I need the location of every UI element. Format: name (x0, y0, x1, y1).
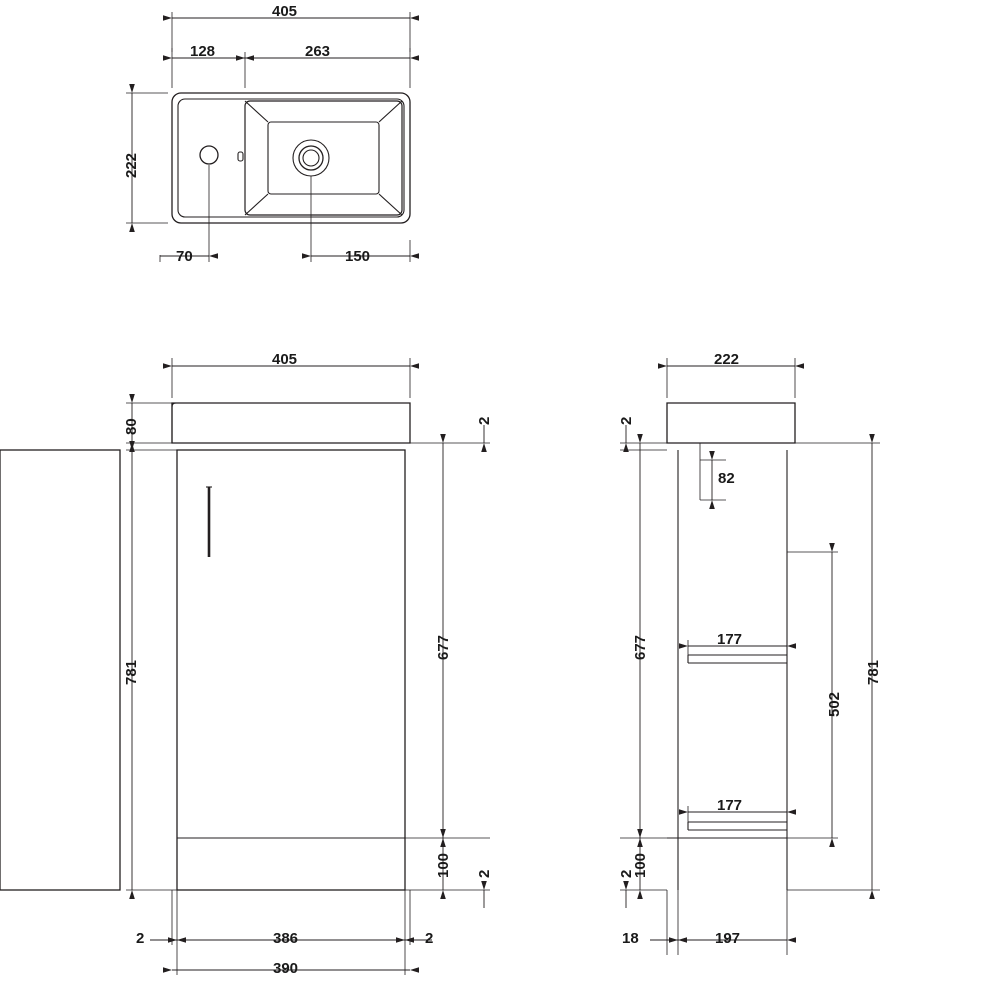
plan-dimension-lines (129, 15, 419, 259)
dim-label-side-plinth-height: 100 (632, 852, 649, 878)
side-elevation-geometry (0, 402, 796, 891)
dim-label-side-gap-bottom: 2 (618, 869, 635, 878)
dim-label-front-right-gap: 2 (425, 930, 434, 947)
dim-label-top-depth: 222 (123, 152, 140, 178)
dim-label-top-bowl-width: 263 (305, 43, 331, 60)
dim-label-side-shelf-lower: 177 (717, 797, 743, 814)
dim-label-side-internal-height: 502 (826, 691, 843, 717)
dim-label-front-gap-bottom: 2 (476, 869, 493, 878)
dim-label-side-gap-top: 2 (618, 416, 635, 425)
side-extension-lines (620, 358, 880, 955)
basin-plan-geometry (171, 92, 411, 224)
dim-label-side-basin-lip: 82 (718, 470, 735, 487)
dim-label-side-total-height: 781 (865, 659, 882, 685)
dim-label-front-left-gap: 2 (136, 930, 145, 947)
dim-label-front-cabinet-width: 390 (273, 960, 299, 977)
dim-label-front-gap-top: 2 (476, 416, 493, 425)
dim-label-front-basin-height: 80 (123, 418, 140, 435)
dim-label-top-width: 405 (272, 3, 298, 20)
dim-label-top-tap-offset: 70 (176, 248, 193, 265)
dim-label-top-left-section: 128 (190, 43, 216, 60)
dim-label-front-plinth-height: 100 (435, 852, 452, 878)
dim-label-front-width: 405 (272, 351, 298, 368)
dim-label-front-door-width: 386 (273, 930, 299, 947)
side-dimension-lines (623, 363, 875, 943)
dim-label-top-waste-offset: 150 (345, 248, 371, 265)
dim-label-side-cabinet-depth: 197 (715, 930, 741, 947)
dim-label-front-door-height: 677 (435, 634, 452, 660)
dim-label-side-door-thickness: 18 (622, 930, 639, 947)
dim-label-side-door-height: 677 (632, 634, 649, 660)
dim-label-front-total-height: 781 (123, 659, 140, 685)
dim-label-side-shelf-upper: 177 (717, 631, 743, 648)
front-dimension-lines (129, 363, 487, 973)
front-elevation-geometry (171, 402, 411, 891)
dim-label-side-depth: 222 (714, 351, 740, 368)
